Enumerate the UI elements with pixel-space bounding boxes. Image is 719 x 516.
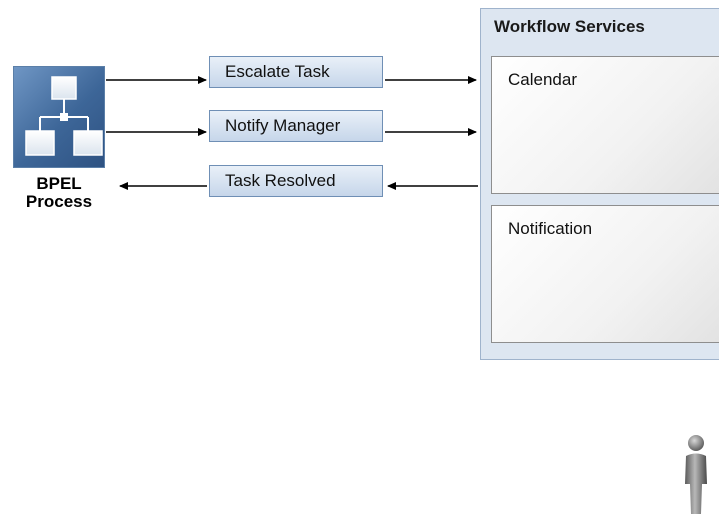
- message-escalate-task: Escalate Task: [209, 56, 383, 88]
- service-notification-label: Notification: [508, 219, 593, 238]
- workflow-services-title: Workflow Services: [494, 17, 645, 36]
- message-notify-manager: Notify Manager: [209, 110, 383, 142]
- message-task-resolved: Task Resolved: [209, 165, 383, 197]
- bpel-label-line1: BPEL: [36, 174, 82, 193]
- process-flow-icon: [13, 66, 105, 168]
- person-icon: [685, 435, 707, 514]
- bpel-label-line2: Process: [25, 192, 93, 211]
- service-calendar: Calendar: [491, 56, 719, 194]
- bpel-process-label: BPEL Process: [13, 175, 105, 211]
- service-calendar-label: Calendar: [508, 70, 577, 89]
- service-notification: Notification: [491, 205, 719, 343]
